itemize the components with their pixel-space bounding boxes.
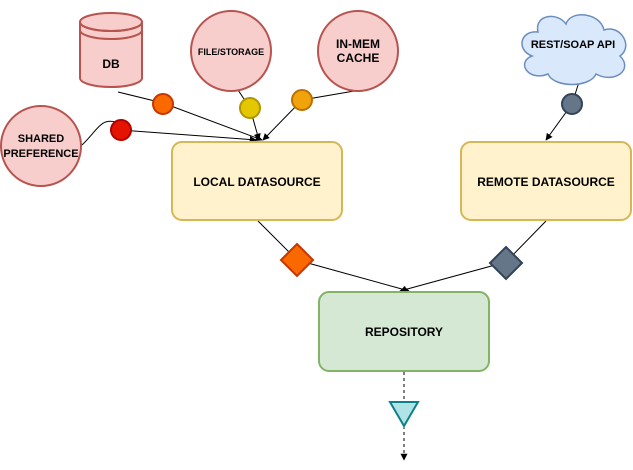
- file-storage-connector-marker: [239, 97, 261, 119]
- file-storage-node[interactable]: FILE/STORAGE: [190, 10, 272, 92]
- shared-preference-connector-marker: [110, 119, 132, 141]
- shared-preference-node[interactable]: SHARED PREFERENCE: [0, 105, 82, 187]
- db-cylinder[interactable]: DB: [79, 12, 143, 88]
- db-label: DB: [102, 57, 120, 71]
- edge-local-to-repository: [257, 220, 410, 293]
- rest-soap-api-cloud[interactable]: REST/SOAP API: [521, 14, 627, 86]
- db-connector-marker: [152, 93, 174, 115]
- shared-preference-label-line1: SHARED: [18, 133, 65, 145]
- in-mem-cache-label-line1: IN-MEM: [336, 37, 380, 51]
- repository-box[interactable]: REPOSITORY: [318, 291, 490, 372]
- in-mem-cache-node[interactable]: IN-MEM CACHE: [317, 10, 399, 92]
- remote-datasource-label: REMOTE DATASOURCE: [477, 175, 615, 189]
- repository-label: REPOSITORY: [365, 325, 443, 339]
- shared-preference-label-line2: PREFERENCE: [3, 148, 78, 160]
- local-datasource-label: LOCAL DATASOURCE: [193, 175, 320, 189]
- in-mem-cache-connector-marker: [291, 89, 313, 111]
- local-diamond-marker: [279, 242, 315, 278]
- remote-diamond-marker: [488, 245, 524, 281]
- edge-remote-to-repository: [399, 220, 547, 293]
- in-mem-cache-label-line2: CACHE: [337, 51, 380, 65]
- local-datasource-box[interactable]: LOCAL DATASOURCE: [171, 141, 343, 221]
- repository-output-triangle-marker: [388, 401, 420, 428]
- file-storage-label: FILE/STORAGE: [198, 47, 264, 57]
- edge-db-to-local: [117, 91, 263, 142]
- remote-datasource-box[interactable]: REMOTE DATASOURCE: [460, 141, 632, 221]
- rest-api-connector-marker: [561, 93, 583, 115]
- rest-soap-api-label: REST/SOAP API: [531, 39, 615, 51]
